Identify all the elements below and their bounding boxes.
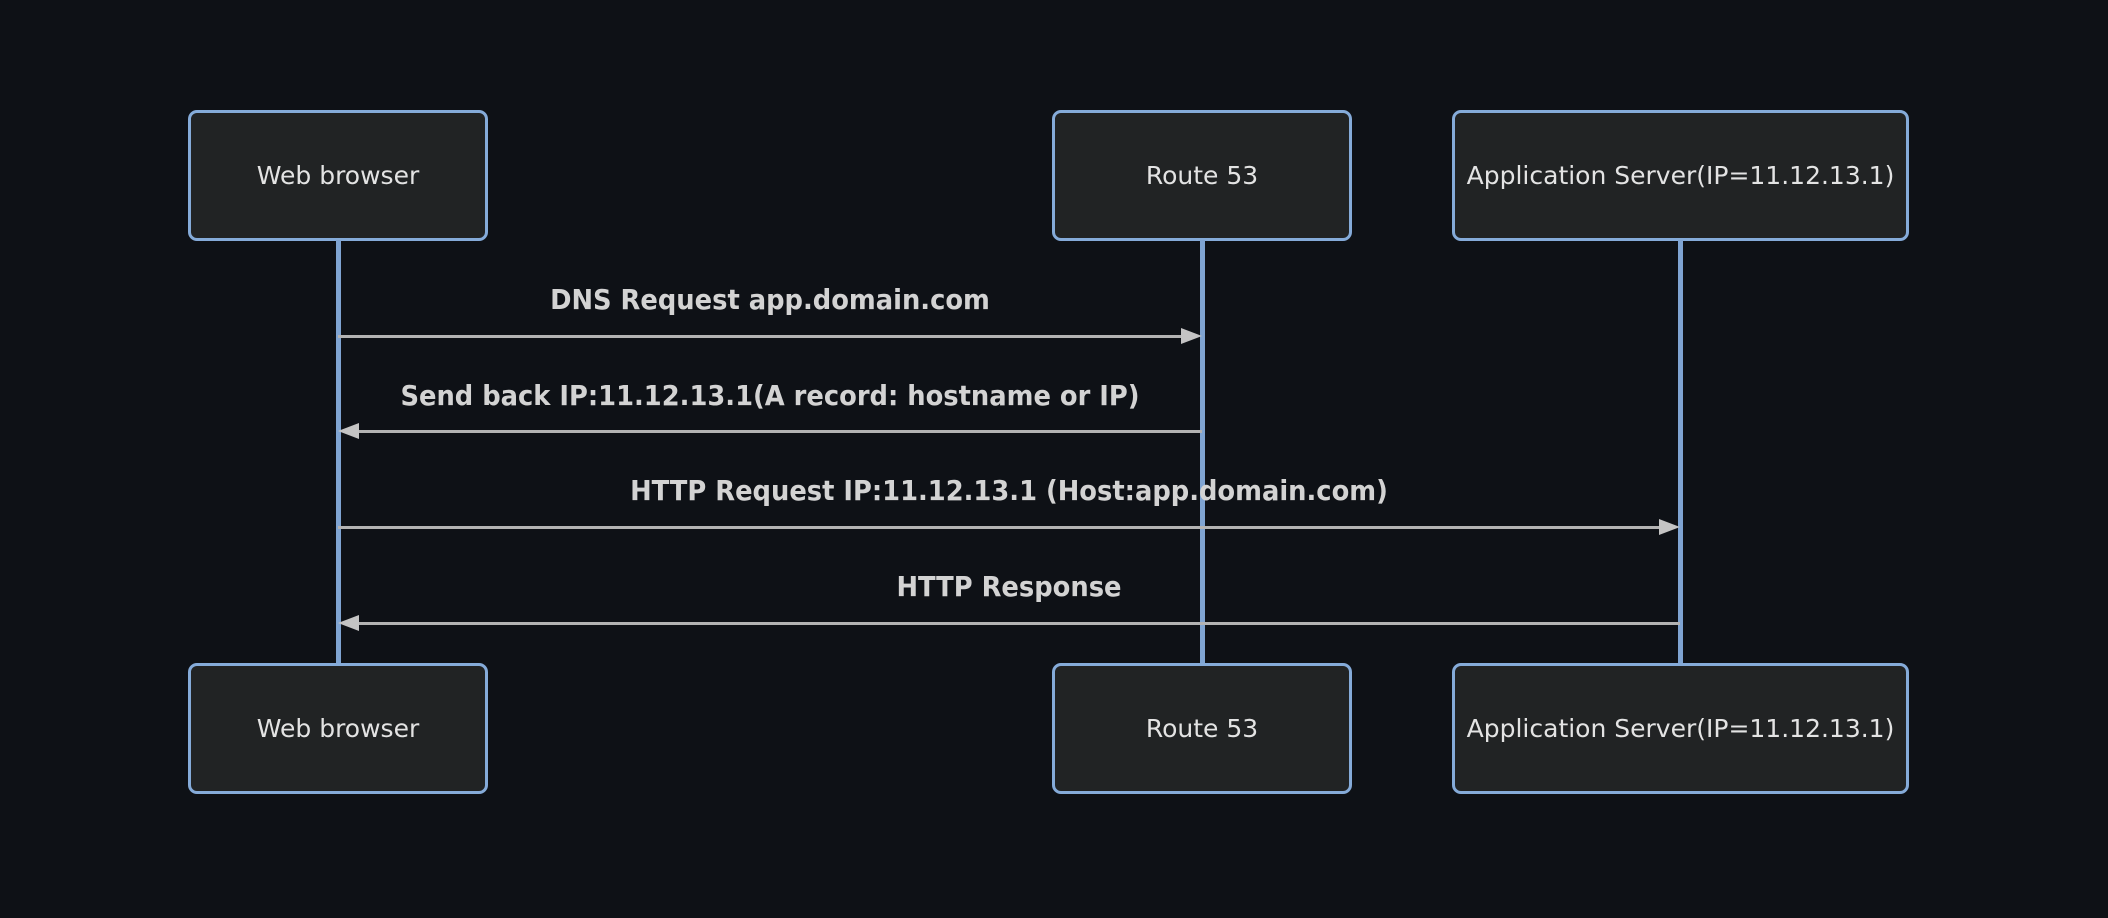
arrowhead-left-icon [338,423,359,439]
actor-box-route53-top: Route 53 [1052,110,1352,241]
actor-box-route53-bottom: Route 53 [1052,663,1352,794]
actor-label-route53: Route 53 [1145,161,1259,190]
actor-label-application-server: Application Server(IP=11.12.13.1) [1466,161,1895,190]
actor-label-web-browser: Web browser [256,161,420,190]
actor-box-web-browser-top: Web browser [188,110,488,241]
lifeline-web-browser [336,240,341,664]
message-label-send-back-ip: Send back IP:11.12.13.1(A record: hostna… [400,379,1140,412]
message-label-http-response: HTTP Response [896,570,1122,603]
actor-label-web-browser: Web browser [256,714,420,743]
actor-label-route53: Route 53 [1145,714,1259,743]
message-line-http-request [338,526,1662,529]
actor-label-application-server: Application Server(IP=11.12.13.1) [1466,714,1895,743]
arrowhead-left-icon [338,615,359,631]
arrowhead-right-icon [1659,519,1680,535]
arrowhead-right-icon [1181,328,1202,344]
message-line-http-response [356,622,1680,625]
message-line-send-back-ip [356,430,1202,433]
lifeline-route53 [1200,240,1205,664]
message-line-dns-request [338,335,1184,338]
message-label-dns-request: DNS Request app.domain.com [550,283,990,316]
lifeline-application-server [1678,240,1683,664]
message-label-http-request: HTTP Request IP:11.12.13.1 (Host:app.dom… [630,474,1388,507]
actor-box-web-browser-bottom: Web browser [188,663,488,794]
actor-box-application-server-top: Application Server(IP=11.12.13.1) [1452,110,1909,241]
actor-box-application-server-bottom: Application Server(IP=11.12.13.1) [1452,663,1909,794]
